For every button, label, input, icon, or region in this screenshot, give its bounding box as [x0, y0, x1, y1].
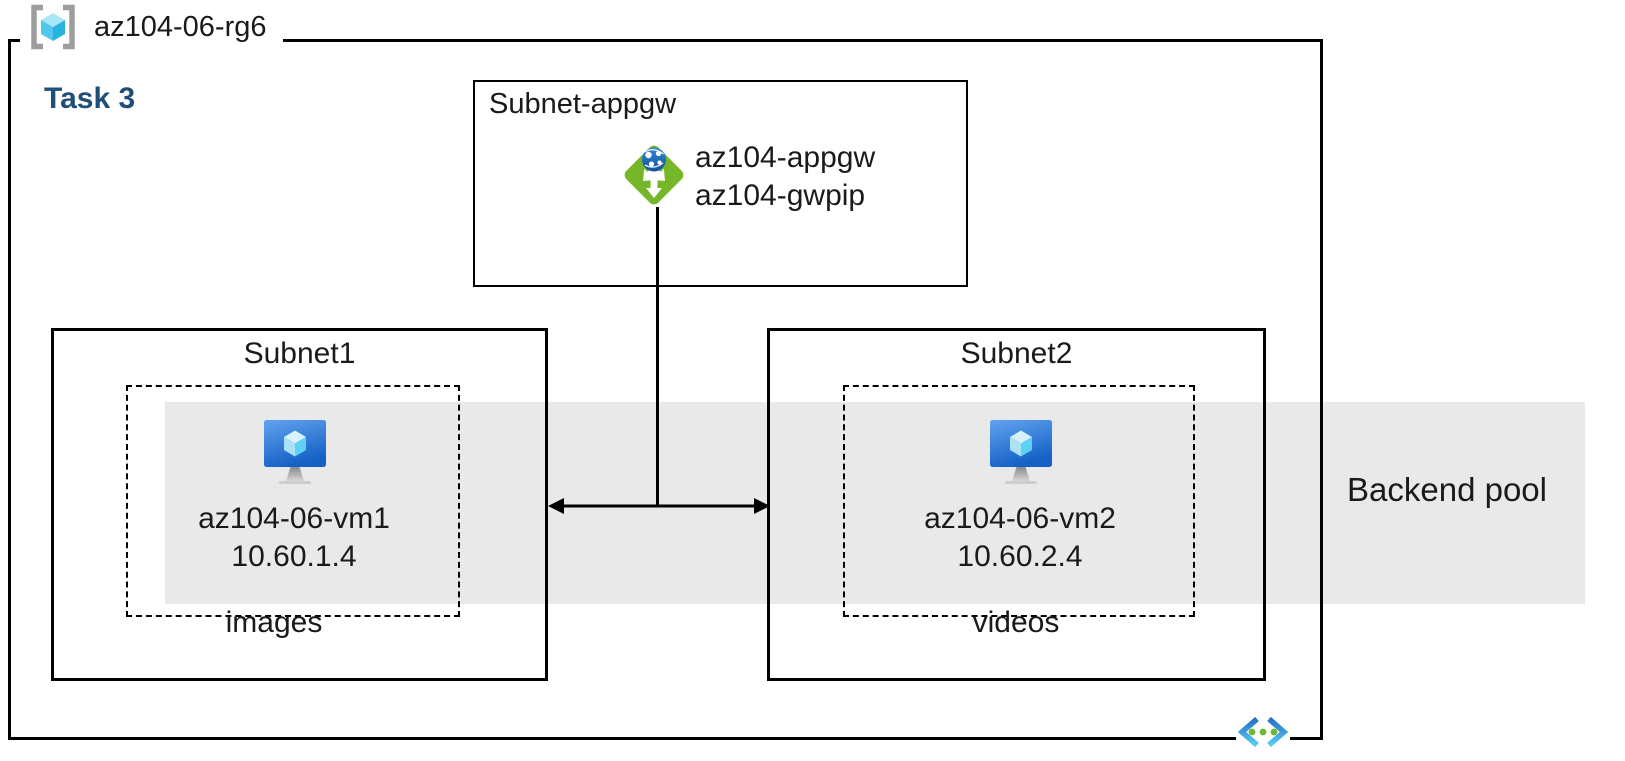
appgw-pip-label: az104-gwpip: [695, 179, 866, 212]
application-gateway-icon: [618, 139, 690, 211]
appgw-subnet-title: Subnet-appgw: [489, 88, 677, 120]
subnet2-box: Subnet2: [767, 328, 1266, 681]
vm2-ip: 10.60.2.4: [957, 540, 1083, 573]
subnet1-box: Subnet1: [51, 328, 548, 681]
appgw-labels: az104-appgw az104-gwpip: [695, 139, 875, 215]
subnet2-title: Subnet2: [960, 337, 1073, 370]
subnet2-vm-dashed-box: [843, 385, 1195, 617]
subnet1-caption: images: [225, 606, 323, 639]
virtual-machine-icon: [263, 420, 327, 498]
subnet1-vm-labels: az104-06-vm1 10.60.1.4: [198, 500, 390, 576]
appgw-subnet-box: [473, 80, 968, 287]
virtual-network-icon: [1236, 712, 1290, 752]
backend-pool-label: Backend pool: [1347, 471, 1547, 508]
subnet2-caption: videos: [972, 606, 1060, 639]
vm2-name: az104-06-vm2: [924, 502, 1116, 535]
virtual-machine-icon: [989, 420, 1053, 498]
appgw-connector-line: [656, 207, 659, 506]
subnets-double-arrow: [546, 494, 772, 518]
resource-group-label: az104-06-rg6: [94, 10, 267, 43]
resource-group-box: [8, 39, 1323, 740]
vm1-name: az104-06-vm1: [198, 502, 390, 535]
task-label: Task 3: [44, 82, 136, 115]
resource-group-header: az104-06-rg6: [20, 1, 283, 53]
resource-group-icon: [26, 3, 80, 51]
appgw-name-label: az104-appgw: [695, 141, 876, 174]
subnet1-vm-dashed-box: [126, 385, 460, 617]
subnet1-title: Subnet1: [243, 337, 356, 370]
vm1-ip: 10.60.1.4: [231, 540, 357, 573]
subnet2-vm-labels: az104-06-vm2 10.60.2.4: [924, 500, 1116, 576]
backend-pool-band: [165, 402, 1585, 604]
